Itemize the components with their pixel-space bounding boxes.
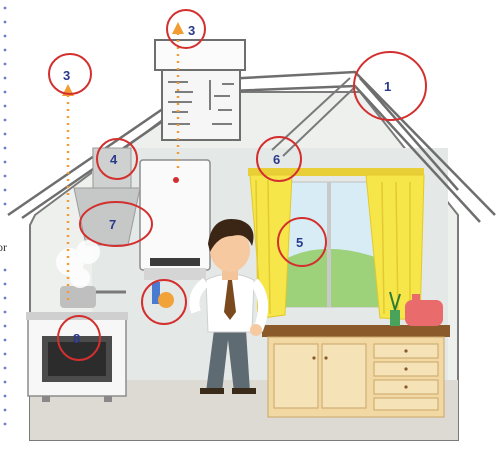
callout-ring-7	[79, 201, 153, 247]
callout-label-5: 5	[296, 235, 303, 250]
callout-ring-valve	[141, 279, 187, 325]
callout-ring-6	[256, 136, 302, 182]
cooker	[26, 286, 128, 402]
callout-ring-3-left	[48, 53, 92, 95]
steam	[56, 240, 100, 288]
plant	[389, 291, 401, 326]
callout-label-6: 6	[273, 152, 280, 167]
window	[279, 181, 379, 308]
callout-ring-3-top	[166, 9, 206, 49]
gas-valve	[152, 282, 174, 308]
callout-label-4: 4	[110, 152, 118, 167]
callout-label-1: 1	[384, 79, 391, 94]
flue-arrows	[66, 30, 180, 300]
callout-ring-4	[96, 138, 138, 180]
man-figure	[189, 219, 269, 394]
boiler	[139, 159, 211, 280]
callout-rings	[48, 9, 427, 361]
clipped-margin-text: or	[0, 240, 7, 254]
margin-dots	[3, 6, 7, 426]
callout-ring-5	[277, 217, 327, 267]
callout-numbers: 1 3 3 4 5 6 7 8	[63, 23, 391, 346]
kitchen-cabinets	[262, 325, 450, 418]
callout-label-3-top: 3	[188, 23, 195, 38]
chimney-stack	[154, 39, 246, 141]
toaster	[405, 294, 443, 326]
callout-label-3-left: 3	[63, 68, 70, 83]
callout-label-7: 7	[109, 217, 116, 232]
callout-ring-1	[353, 51, 427, 121]
callout-ring-8	[57, 315, 101, 361]
callout-label-8: 8	[73, 331, 80, 346]
